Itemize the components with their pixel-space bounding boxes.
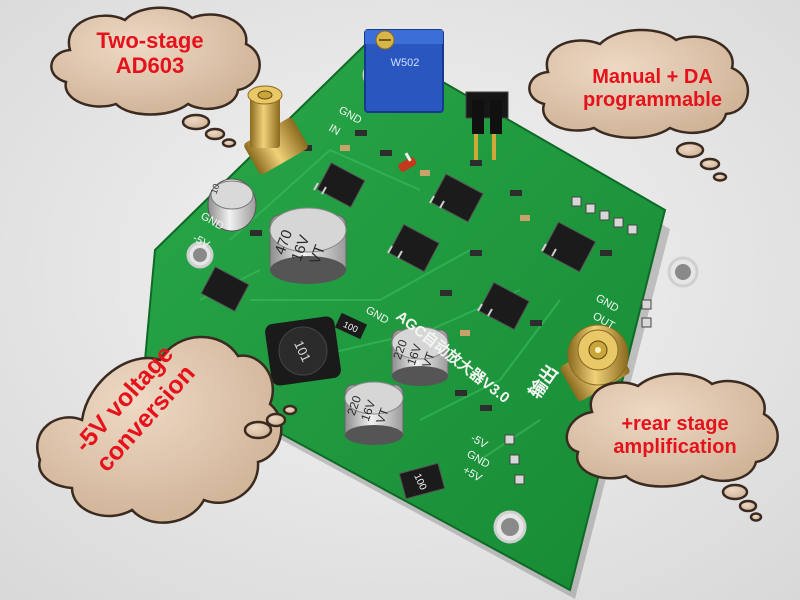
ic-chips <box>200 162 597 331</box>
svg-text:16V: 16V <box>404 342 424 367</box>
svg-text:VT: VT <box>419 350 438 370</box>
callout-cloud-bottom-right <box>565 372 779 522</box>
callout-cloud-bottom-left <box>36 335 298 524</box>
resistor-100-top: 100 <box>334 312 368 340</box>
resistor-100-bottom: 100 <box>398 462 446 500</box>
pcb-board: 101 100 100 10 470 16V VT <box>143 29 699 592</box>
header-pins-right <box>571 196 652 328</box>
capacitor-220-a: 220 16V VT <box>390 326 449 386</box>
capacitor-220-b: 220 16V VT <box>344 381 404 445</box>
callout-two-stage-ad603: Two-stage AD603 <box>60 28 240 79</box>
jumper <box>465 91 509 160</box>
callout-bottom-right-line2: amplification <box>613 436 737 458</box>
svg-text:220: 220 <box>390 337 410 361</box>
svg-text:16V: 16V <box>358 398 378 423</box>
svg-text:10: 10 <box>209 182 222 195</box>
callout-top-left-line1: Two-stage <box>96 28 204 53</box>
callout-bottom-right-line1: +rear stage <box>621 413 729 435</box>
sma-input-connector <box>244 85 308 175</box>
callout-rear-stage-amplification: +rear stage amplification <box>580 413 770 459</box>
callout-manual-da-programmable: Manual + DA programmable <box>545 66 760 112</box>
diode <box>398 152 417 172</box>
callout-cloud-top-right <box>528 28 749 182</box>
callout-top-right-line2: programmable <box>583 89 722 111</box>
ic-pins <box>313 182 557 317</box>
svg-text:VT: VT <box>373 406 392 426</box>
sma-output-connector <box>560 324 630 401</box>
potentiometer: W502 <box>364 29 444 113</box>
capacitor-small: 10 <box>207 178 257 232</box>
callout-top-right-line1: Manual + DA <box>592 66 713 88</box>
callout-cloud-top-left <box>50 6 261 148</box>
callout-top-left-line2: AD603 <box>115 53 185 79</box>
silk-in: IN <box>327 122 343 138</box>
power-pins <box>504 434 525 485</box>
svg-text:VT: VT <box>306 243 329 267</box>
capacitor-470: 470 16V VT <box>269 207 347 284</box>
inductor: 101 <box>265 316 341 386</box>
svg-text:220: 220 <box>344 393 364 417</box>
pot-label: W502 <box>391 57 420 69</box>
